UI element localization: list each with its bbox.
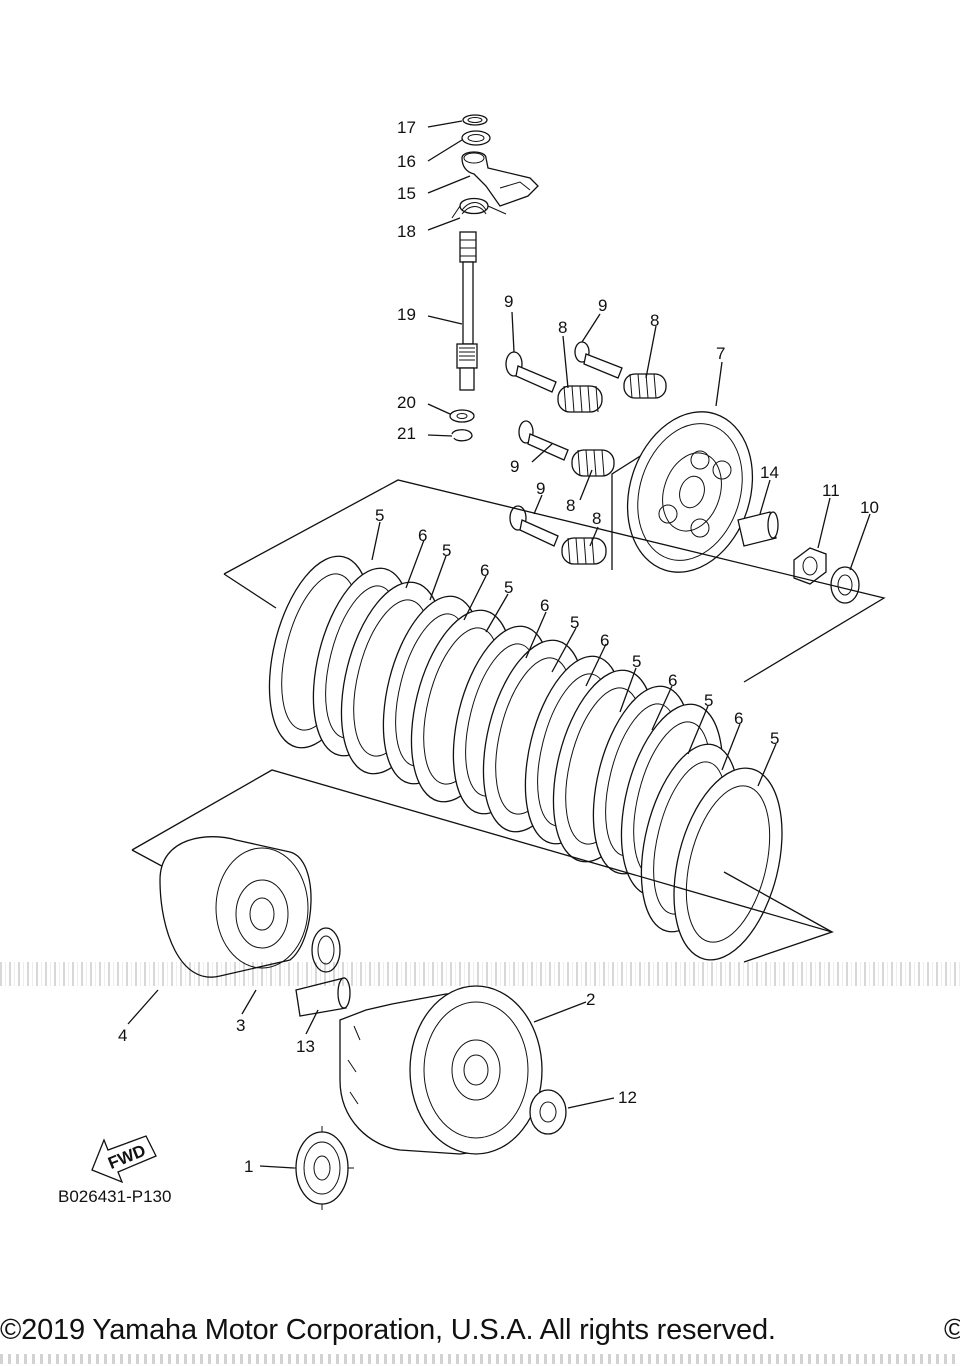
part-2-clutch-housing — [339, 985, 543, 1155]
part-7-pressure-plate — [626, 411, 754, 573]
callout-20: 20 — [397, 393, 416, 412]
part-8-spring-b — [623, 373, 667, 399]
callout-6-f: 6 — [734, 709, 743, 728]
part-20-washer — [449, 409, 475, 423]
callout-1: 1 — [244, 1157, 253, 1176]
callout-leaders — [127, 120, 871, 1169]
part-21-circlip — [451, 429, 473, 442]
callout-17: 17 — [397, 118, 416, 137]
callout-11: 11 — [822, 481, 840, 500]
copyright-notice: ©2019 Yamaha Motor Corporation, U.S.A. A… — [0, 1314, 776, 1346]
part-12-thrust-washer — [529, 1089, 567, 1135]
part-13-spacer — [295, 977, 351, 1017]
part-3-washer — [311, 927, 341, 973]
callout-18: 18 — [397, 222, 416, 241]
callout-19: 19 — [397, 305, 416, 324]
callout-5-a: 5 — [375, 506, 384, 525]
callout-13: 13 — [296, 1037, 315, 1056]
callout-5-d: 5 — [570, 613, 579, 632]
scan-artifact-band — [0, 962, 960, 986]
callout-9-c: 9 — [510, 457, 519, 476]
plates-upper-bracket — [223, 479, 886, 683]
part-17-circlip — [462, 114, 488, 126]
callout-labels: 17 16 15 18 19 20 21 9 9 9 9 8 8 8 8 7 1… — [118, 118, 879, 1176]
callout-3: 3 — [236, 1016, 245, 1035]
callout-5-e: 5 — [632, 652, 641, 671]
plates-lower-bracket — [131, 769, 835, 963]
clutch-plates-stack — [268, 555, 783, 961]
part-9-bolt-d — [509, 505, 559, 547]
callout-4: 4 — [118, 1026, 127, 1045]
callout-5-b: 5 — [442, 541, 451, 560]
fwd-direction-arrow: FWD — [91, 1135, 157, 1184]
callout-9-b: 9 — [598, 296, 607, 315]
callout-21: 21 — [397, 424, 416, 443]
part-9-bolt-b — [574, 341, 623, 379]
part-14-push-rod — [737, 511, 779, 547]
callout-8-b: 8 — [650, 311, 659, 330]
callout-6-d: 6 — [600, 631, 609, 650]
callout-15: 15 — [397, 184, 416, 203]
part-8-spring-a — [557, 385, 603, 413]
callout-9-d: 9 — [536, 479, 545, 498]
part-1-primary-drive-gear — [290, 1126, 354, 1210]
part-5-friction-plate-g — [673, 767, 783, 961]
part-8-spring-c — [571, 449, 615, 477]
callout-6-e: 6 — [668, 671, 677, 690]
diagram-part-code: B026431-P130 — [58, 1187, 172, 1206]
part-9-bolt-a — [505, 351, 557, 393]
callout-5-c: 5 — [504, 578, 513, 597]
part-8-spring-d — [561, 537, 607, 565]
callout-2: 2 — [586, 990, 595, 1009]
part-16-washer — [461, 130, 491, 146]
part-11-nut — [793, 547, 827, 585]
callout-10: 10 — [860, 498, 879, 517]
scan-artifact-bottom — [0, 1354, 960, 1364]
callout-14: 14 — [760, 463, 779, 482]
callout-6-a: 6 — [418, 526, 427, 545]
part-4-clutch-boss — [159, 836, 312, 978]
callout-5-f: 5 — [704, 691, 713, 710]
callout-8-a: 8 — [558, 318, 567, 337]
callout-5-g: 5 — [770, 729, 779, 748]
callout-8-c: 8 — [566, 496, 575, 515]
part-19-push-shaft — [456, 231, 478, 391]
copyright-edge-symbol: © — [944, 1314, 960, 1346]
part-10-lock-washer — [830, 566, 860, 604]
part-18-spring — [451, 197, 507, 219]
callout-8-d: 8 — [592, 509, 601, 528]
callout-16: 16 — [397, 152, 416, 171]
callout-12: 12 — [618, 1088, 637, 1107]
callout-6-c: 6 — [540, 596, 549, 615]
callout-6-b: 6 — [480, 561, 489, 580]
callout-9-a: 9 — [504, 292, 513, 311]
part-15-push-lever — [461, 151, 539, 207]
part-9-bolt-c — [518, 420, 569, 461]
callout-7: 7 — [716, 344, 725, 363]
